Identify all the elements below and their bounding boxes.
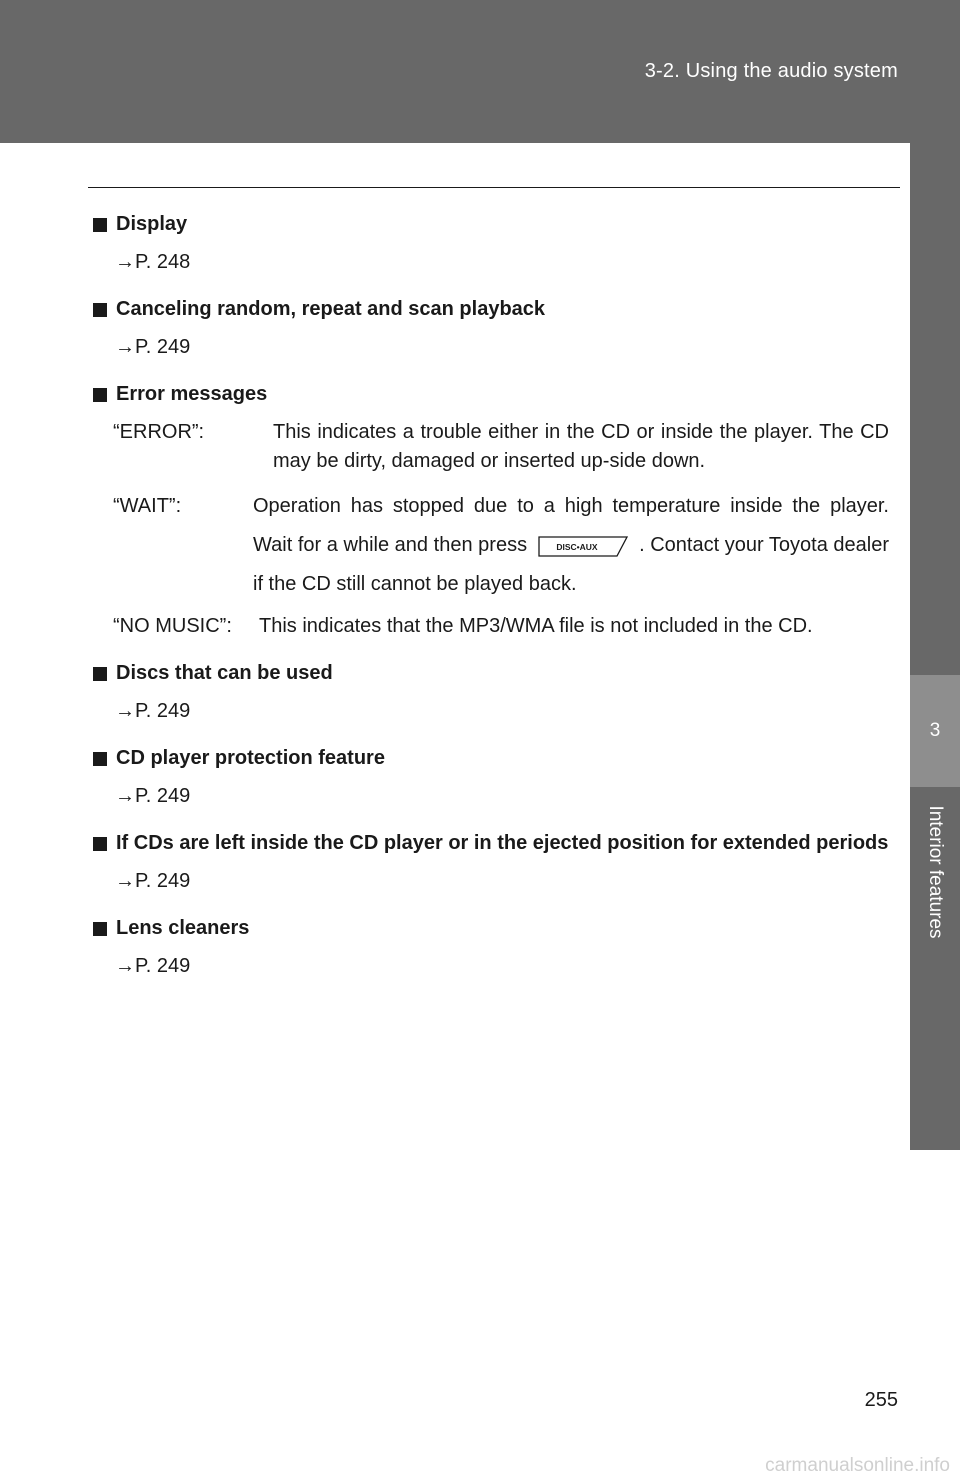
page-reference[interactable]: →P. 248: [115, 251, 191, 273]
section-heading: Canceling random, repeat and scan playba…: [93, 295, 889, 324]
chapter-side-tab: 3 Interior features: [910, 143, 960, 1150]
error-code: “WAIT”:: [113, 495, 182, 517]
page-reference[interactable]: →P. 249: [115, 785, 191, 807]
error-description: This indicates a trouble either in the C…: [273, 421, 889, 472]
section-heading: Discs that can be used: [93, 659, 889, 688]
arrow-icon: →: [115, 251, 135, 273]
arrow-icon: →: [115, 955, 135, 977]
square-bullet-icon: [93, 303, 107, 317]
watermark: carmanualsonline.info: [765, 1455, 950, 1476]
section-error-messages: Error messages “ERROR”: This indicates a…: [93, 380, 889, 641]
error-code: “ERROR”:: [113, 421, 205, 443]
svg-text:DISC•AUX: DISC•AUX: [556, 542, 598, 552]
square-bullet-icon: [93, 922, 107, 936]
arrow-icon: →: [115, 700, 135, 722]
page-number: 255: [864, 1389, 898, 1411]
square-bullet-icon: [93, 752, 107, 766]
arrow-icon: →: [115, 870, 135, 892]
section-heading: Display: [93, 210, 889, 239]
chapter-label: Interior features: [925, 805, 946, 939]
page-header: 3-2. Using the audio system: [0, 0, 960, 143]
section-heading: CD player protection feature: [93, 744, 889, 773]
section-heading: If CDs are left inside the CD player or …: [93, 829, 889, 858]
square-bullet-icon: [93, 667, 107, 681]
page-reference[interactable]: →P. 249: [115, 336, 191, 358]
arrow-icon: →: [115, 336, 135, 358]
section-lens-cleaners: Lens cleaners →P. 249: [93, 914, 889, 981]
error-item-wait: “WAIT”: Operation has stopped due to a h…: [93, 492, 889, 604]
section-display: Display →P. 248: [93, 210, 889, 277]
error-item-error: “ERROR”: This indicates a trouble either…: [93, 418, 889, 476]
main-content: Display →P. 248 Canceling random, repeat…: [93, 210, 889, 999]
section-protection: CD player protection feature →P. 249: [93, 744, 889, 811]
section-discs: Discs that can be used →P. 249: [93, 659, 889, 726]
section-heading: Lens cleaners: [93, 914, 889, 943]
section-canceling-playback: Canceling random, repeat and scan playba…: [93, 295, 889, 362]
section-cds-left-inside: If CDs are left inside the CD player or …: [93, 829, 889, 896]
square-bullet-icon: [93, 388, 107, 402]
section-heading: Error messages: [93, 380, 889, 409]
disc-aux-button-icon: DISC•AUX: [538, 536, 629, 557]
error-code: “NO MUSIC”:: [113, 615, 232, 637]
chapter-number: 3: [910, 675, 960, 787]
square-bullet-icon: [93, 837, 107, 851]
page-reference[interactable]: →P. 249: [115, 870, 191, 892]
header-divider: [88, 187, 900, 188]
page-reference[interactable]: →P. 249: [115, 955, 191, 977]
section-title: 3-2. Using the audio system: [644, 60, 898, 82]
error-description: This indicates that the MP3/WMA file is …: [259, 615, 813, 637]
page-reference[interactable]: →P. 249: [115, 700, 191, 722]
square-bullet-icon: [93, 218, 107, 232]
arrow-icon: →: [115, 785, 135, 807]
error-item-no-music: “NO MUSIC”: This indicates that the MP3/…: [93, 612, 889, 641]
error-description: Operation has stopped due to a high temp…: [253, 495, 890, 595]
